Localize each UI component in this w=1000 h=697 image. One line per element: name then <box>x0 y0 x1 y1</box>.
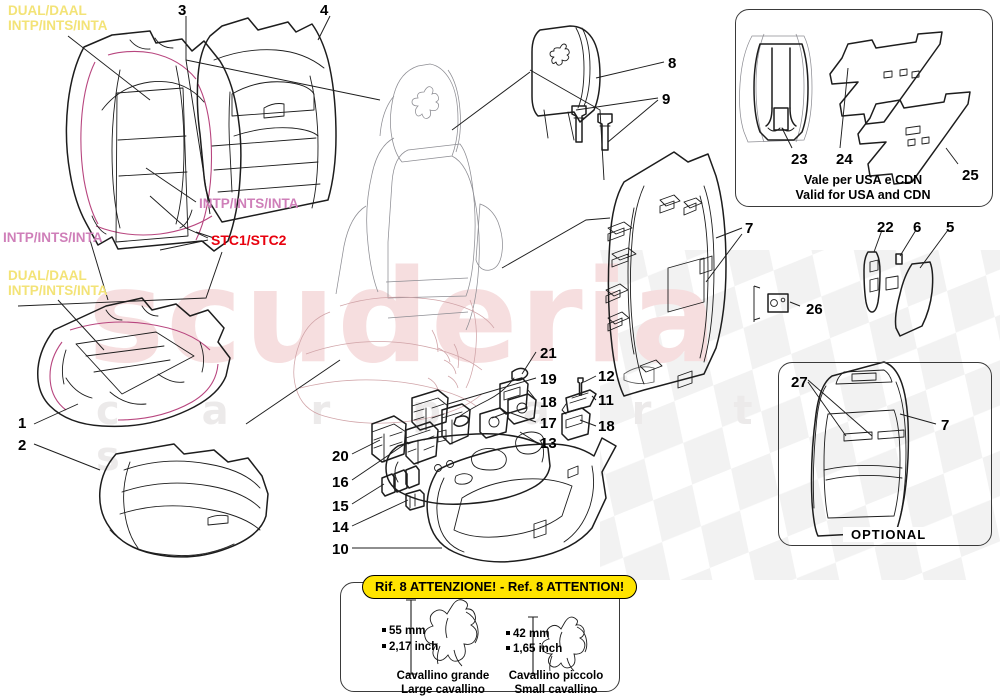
callout-number-4: 4 <box>320 2 329 19</box>
optional-box-contents <box>810 361 910 537</box>
small-cavallino-mm: 42 mm <box>513 628 550 640</box>
callout-number-11: 11 <box>598 392 614 409</box>
callout-number-26: 26 <box>806 301 823 318</box>
variant-label-line: INTP/INTS/INTA <box>199 196 299 211</box>
part-21-cable <box>453 367 529 428</box>
callout-number-25: 25 <box>962 167 979 184</box>
callout-number-18: 18 <box>598 418 615 435</box>
callout-number-10: 10 <box>332 541 349 558</box>
callout-number-3: 3 <box>178 2 187 19</box>
callout-number-5: 5 <box>946 219 955 236</box>
part-1-cushion-cover <box>37 297 231 428</box>
callout-number-7: 7 <box>745 220 754 237</box>
callout-number-13: 13 <box>540 435 557 452</box>
callout-number-23: 23 <box>791 151 808 168</box>
part-7-backrest-rear-panel <box>605 151 727 397</box>
callout-number-9: 9 <box>662 91 671 108</box>
part-4-backrest-foam <box>196 17 337 223</box>
callout-number-17: 17 <box>540 415 557 432</box>
large-cavallino-inch: 2,17 inch <box>389 641 439 653</box>
large-cavallino-mm: 55 mm <box>389 625 426 637</box>
part-3-backrest-cover <box>65 30 242 252</box>
part-17-connector-a <box>437 403 471 445</box>
callout-number-12: 12 <box>598 368 615 385</box>
part-26-bracket <box>753 285 789 322</box>
callout-number-15: 15 <box>332 498 349 515</box>
variant-label-line: DUAL/DAAL <box>8 268 87 283</box>
part-18-connector-a <box>499 377 529 415</box>
part-14-clip <box>405 489 425 511</box>
usa-cdn-box <box>735 9 993 207</box>
small-cavallino-inch: 1,65 inch <box>513 643 563 655</box>
callout-number-1: 1 <box>18 415 27 432</box>
callout-number-18: 18 <box>540 394 557 411</box>
callout-number-27: 27 <box>791 374 808 391</box>
callout-number-19: 19 <box>540 371 557 388</box>
callout-number-6: 6 <box>913 219 922 236</box>
callout-number-24: 24 <box>836 151 853 168</box>
callout-number-22: 22 <box>877 219 894 236</box>
variant-label-line: STC1/STC2 <box>211 232 287 248</box>
part-5-cover <box>885 261 934 337</box>
callout-number-21: 21 <box>540 345 557 362</box>
variant-label-line: INTP/INTS/INTA <box>8 283 108 298</box>
usa-cdn-caption-line1: Vale per USA e CDN <box>803 173 923 187</box>
part-22-strip <box>863 251 881 313</box>
callout-number-8: 8 <box>668 55 677 72</box>
variant-label-l3: STC1/STC2 <box>211 233 286 248</box>
reference-seat-outline <box>293 63 503 424</box>
large-cavallino-caption-it: Cavallino grande <box>396 670 490 682</box>
callout-number-2: 2 <box>18 437 27 454</box>
leader-lines <box>17 15 959 549</box>
variant-label-line: INTP/INTS/INTA <box>8 18 108 33</box>
callout-number-20: 20 <box>332 448 349 465</box>
optional-box <box>778 362 992 546</box>
variant-label-l2: INTP/INTS/INTA <box>199 196 299 211</box>
part-11-bracket <box>561 389 597 415</box>
variant-label-l4: INTP/INTS/INTA <box>3 230 103 245</box>
part-6-pin <box>895 253 903 265</box>
large-cavallino-caption-en: Large cavallino <box>401 684 485 696</box>
usa-cdn-caption: Vale per USA e CDN Valid for USA and CDN <box>735 173 991 203</box>
part-2-cushion-foam <box>98 443 269 558</box>
part-16-connector <box>405 421 439 465</box>
attention-banner: Rif. 8 ATTENZIONE! - Ref. 8 ATTENTION! <box>362 575 638 599</box>
callout-number-16: 16 <box>332 474 349 491</box>
small-cavallino-caption-it: Cavallino piccolo <box>508 670 604 682</box>
variant-label-line: INTP/INTS/INTA <box>3 230 103 245</box>
small-cavallino-caption-en: Small cavallino <box>514 684 598 696</box>
variant-label-line: DUAL/DAAL <box>8 3 87 18</box>
callout-number-7: 7 <box>941 417 950 434</box>
part-15-clips <box>381 465 420 497</box>
part-20-connector <box>371 415 407 463</box>
optional-caption: OPTIONAL <box>843 527 935 542</box>
usa-cdn-caption-line2: Valid for USA and CDN <box>795 188 931 202</box>
part-8-headrest <box>531 25 601 141</box>
part-19-connector <box>411 389 449 431</box>
callout-number-14: 14 <box>332 519 349 536</box>
usa-cdn-box-contents <box>739 31 971 185</box>
large-cavallino-caption: Cavallino grande Large cavallino <box>378 669 508 697</box>
small-cavallino-caption: Cavallino piccolo Small cavallino <box>494 669 618 697</box>
